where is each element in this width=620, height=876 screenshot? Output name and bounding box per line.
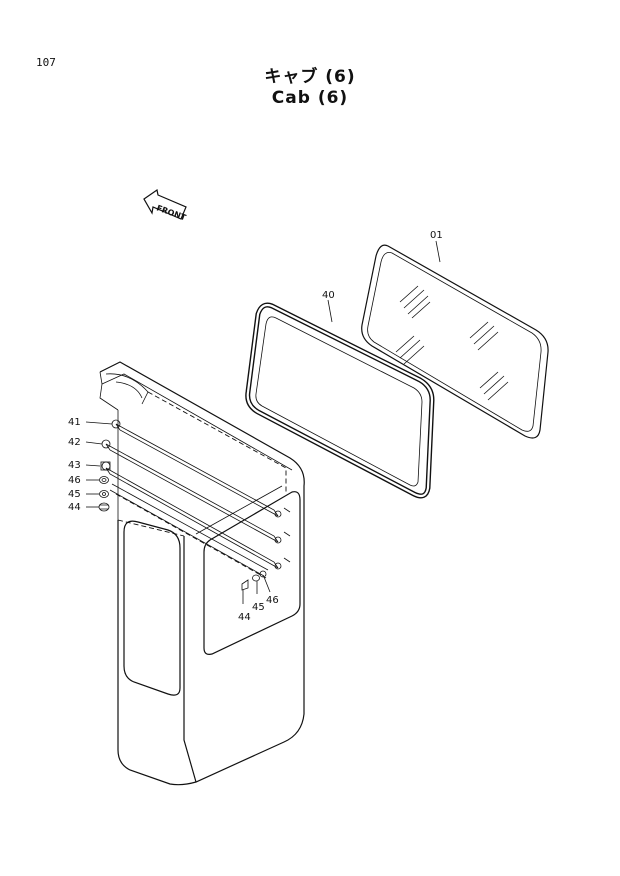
- callout-leaders-left: [85, 421, 113, 508]
- callout-46-left: 46: [68, 475, 81, 486]
- callout-45-left: 45: [68, 489, 81, 500]
- callout-44-right: 44: [238, 612, 251, 623]
- callout-43: 43: [68, 460, 81, 471]
- right-fasteners: [241, 507, 291, 604]
- retaining-rails: [105, 423, 279, 579]
- callout-41: 41: [68, 417, 81, 428]
- page-title-japanese: キャブ (6): [264, 67, 356, 87]
- page-title-english: Cab (6): [271, 88, 349, 108]
- left-fasteners: [98, 419, 121, 512]
- page-number: 107: [36, 56, 56, 69]
- callout-42: 42: [68, 437, 81, 448]
- window-glass-part-01: [361, 244, 549, 439]
- front-label: FRONT: [155, 203, 187, 222]
- weatherstrip-seal-part-40: [245, 302, 435, 499]
- callout-01: 01: [430, 230, 443, 241]
- front-arrow-icon: FRONT: [143, 188, 188, 223]
- glass-reflection-marks: [395, 285, 509, 401]
- cab-body: [99, 361, 305, 786]
- callout-40: 40: [322, 290, 335, 301]
- callout-44-left: 44: [68, 502, 81, 513]
- callout-45-right: 45: [252, 602, 265, 613]
- callout-46-right: 46: [266, 595, 279, 606]
